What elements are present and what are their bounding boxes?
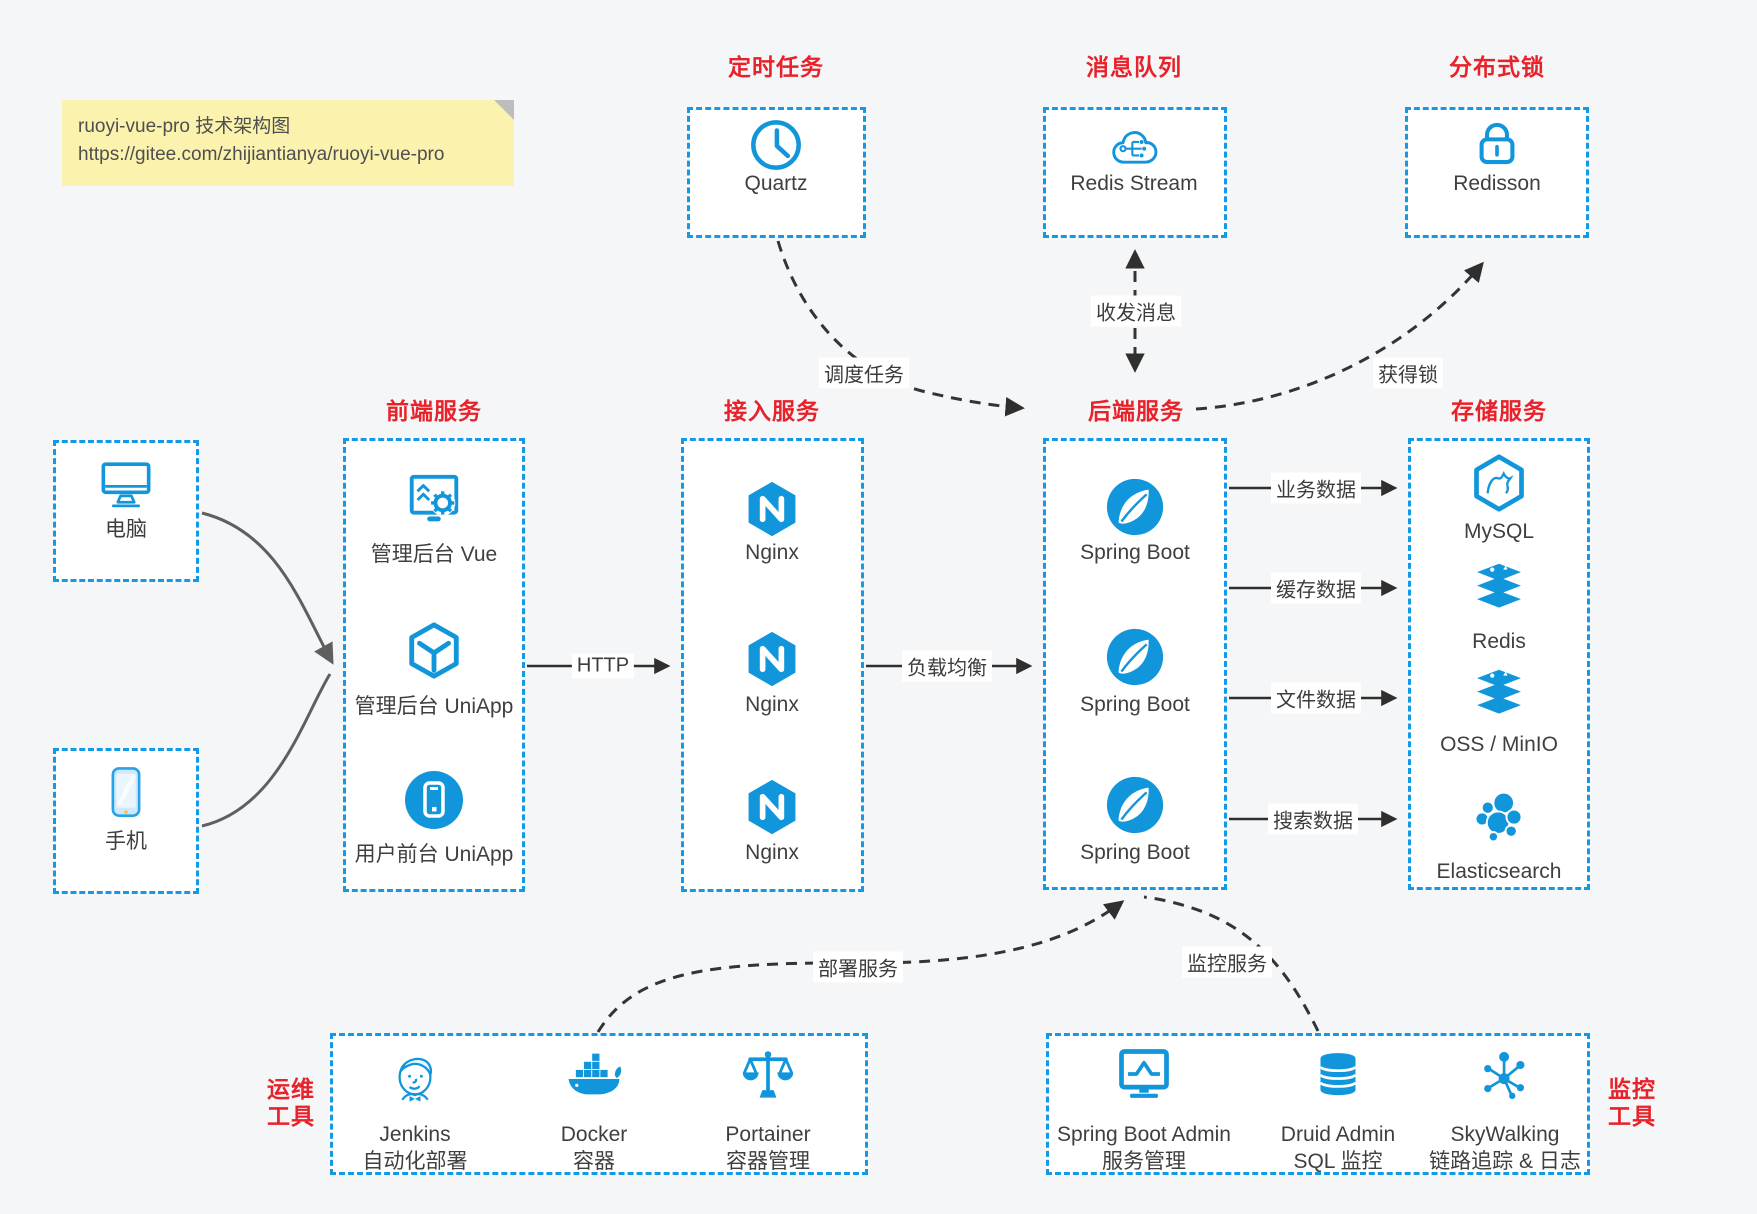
node-label-redis-stream: Redis Stream [1070, 172, 1198, 195]
node-label-redisson: Redisson [1453, 172, 1541, 195]
node-label-desktop: 电脑 [105, 518, 147, 541]
node-label-jenkins: Jenkins [379, 1123, 451, 1146]
node-label-oss-minio: OSS / MinIO [1440, 733, 1558, 756]
node-sublabel-spring-boot-admin: 服务管理 [1102, 1150, 1186, 1173]
desktop-icon [96, 456, 156, 514]
node-sublabel-druid: SQL 监控 [1293, 1150, 1383, 1173]
sticky-note: ruoyi-vue-pro 技术架构图 https://gitee.com/zh… [62, 100, 514, 186]
node-label-spring-boot-2: Spring Boot [1080, 693, 1190, 716]
group-title-scheduled-tasks: 定时任务 [728, 54, 824, 80]
group-title-backend: 后端服务 [1088, 398, 1184, 424]
node-sublabel-portainer: 容器管理 [726, 1150, 810, 1173]
edge-label-message: 收发消息 [1091, 295, 1181, 327]
node-label-redis: Redis [1472, 630, 1526, 653]
edge-label-load-balance: 负载均衡 [902, 650, 992, 682]
note-url: https://gitee.com/zhijiantianya/ruoyi-vu… [78, 144, 445, 165]
edge-label-deploy: 部署服务 [813, 951, 903, 983]
portainer-icon [738, 1046, 798, 1108]
node-label-mysql: MySQL [1463, 520, 1535, 543]
spring-boot-admin-icon [1113, 1044, 1175, 1104]
docker-icon [561, 1050, 627, 1108]
node-label-skywalking: SkyWalking [1450, 1123, 1560, 1146]
edge-pc-to-frontend [201, 511, 334, 665]
node-label-spring-boot-3: Spring Boot [1080, 841, 1190, 864]
stream-cloud-icon [1102, 120, 1166, 174]
node-label-mobile: 手机 [105, 830, 147, 853]
node-label-admin-vue: 管理后台 Vue [370, 543, 498, 566]
node-sublabel-skywalking: 链路追踪 & 日志 [1429, 1150, 1581, 1173]
box-redis-stream [1043, 107, 1227, 238]
node-label-druid: Druid Admin [1280, 1123, 1396, 1146]
note-fold-corner [494, 100, 514, 120]
node-sublabel-jenkins: 自动化部署 [362, 1150, 468, 1173]
node-label-spring-boot-admin: Spring Boot Admin [1057, 1123, 1231, 1146]
edge-phone-to-frontend [201, 673, 332, 828]
mysql-icon [1469, 452, 1529, 514]
node-label-user-uniapp: 用户前台 UniApp [354, 843, 514, 866]
node-label-docker: Docker [560, 1123, 628, 1146]
admin-vue-icon [402, 470, 466, 532]
group-title-message-queue: 消息队列 [1086, 54, 1182, 80]
edge-label-http: HTTP [571, 653, 635, 679]
nginx-icon [742, 478, 802, 540]
edge-label-cache-data: 缓存数据 [1271, 572, 1361, 604]
group-title-frontend: 前端服务 [386, 398, 482, 424]
redis-icon [1470, 668, 1528, 722]
edge-label-file-data: 文件数据 [1271, 682, 1361, 714]
edge-label-business-data: 业务数据 [1271, 472, 1361, 504]
node-sublabel-docker: 容器 [573, 1150, 615, 1173]
nginx-icon [742, 628, 802, 690]
spring-boot-icon [1104, 476, 1166, 538]
uniapp-cube-icon [403, 620, 465, 682]
edge-label-lock: 获得锁 [1373, 357, 1443, 389]
group-title-distributed-lock: 分布式锁 [1449, 54, 1545, 80]
node-label-portainer: Portainer [725, 1123, 811, 1146]
lock-icon [1468, 114, 1526, 172]
node-label-admin-uniapp: 管理后台 UniApp [354, 695, 514, 718]
edge-label-search-data: 搜索数据 [1268, 803, 1358, 835]
mobile-app-icon [402, 768, 466, 832]
elasticsearch-icon [1469, 788, 1529, 848]
smartphone-icon [98, 760, 154, 824]
clock-icon [747, 116, 805, 174]
node-label-spring-boot-1: Spring Boot [1080, 541, 1190, 564]
skywalking-icon [1476, 1046, 1534, 1104]
group-title-storage: 存储服务 [1451, 398, 1547, 424]
edge-label-schedule-task: 调度任务 [819, 357, 909, 389]
box-redisson [1405, 107, 1589, 238]
spring-boot-icon [1104, 774, 1166, 836]
nginx-icon [742, 776, 802, 838]
edge-label-monitor: 监控服务 [1182, 946, 1272, 978]
jenkins-icon [386, 1046, 444, 1110]
note-title: ruoyi-vue-pro 技术架构图 [78, 116, 291, 137]
druid-icon [1310, 1046, 1366, 1104]
node-label-nginx-2: Nginx [745, 693, 799, 716]
node-label-quartz: Quartz [744, 172, 808, 195]
node-label-nginx-1: Nginx [745, 541, 799, 564]
group-title-gateway: 接入服务 [724, 398, 820, 424]
spring-boot-icon [1104, 626, 1166, 688]
group-title-ops-tools: 运维 工具 [267, 1076, 315, 1129]
node-label-elasticsearch: Elasticsearch [1436, 860, 1562, 883]
node-label-nginx-3: Nginx [745, 841, 799, 864]
group-title-monitor-tools: 监控 工具 [1608, 1076, 1656, 1129]
redis-icon [1470, 562, 1528, 616]
